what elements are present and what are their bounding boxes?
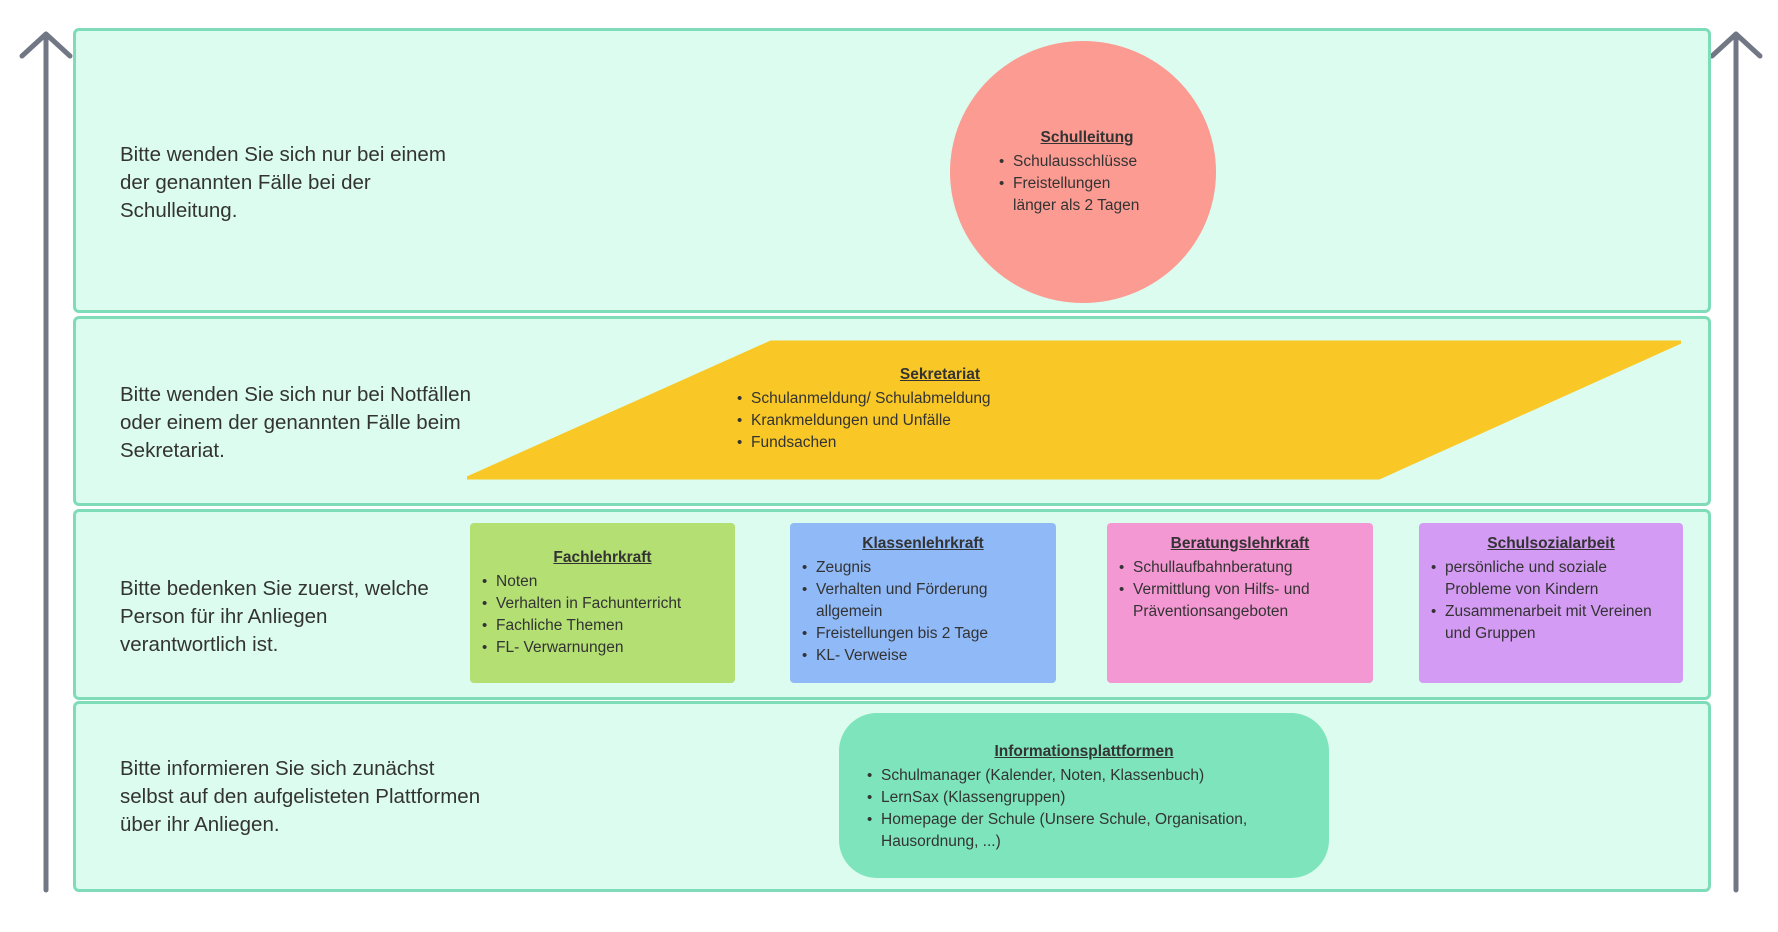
instruction-text: Bitte wenden Sie sich nur bei einem der … (120, 143, 446, 222)
list-item: persönliche und soziale Probleme von Kin… (1431, 557, 1671, 601)
level-schulleitung: Bitte wenden Sie sich nur bei einem der … (73, 28, 1711, 313)
list-item: Verhalten und Förderung allgemein (802, 579, 1044, 623)
card-title: Schulleitung (1040, 129, 1134, 146)
schulleitung-card: Schulleitung Schulausschlüsse Freistellu… (950, 41, 1216, 303)
list-item: Freistellungen bis 2 Tage (802, 623, 1044, 645)
card-title: Sekretariat (899, 366, 981, 383)
list-item: Fachliche Themen (482, 615, 723, 637)
card-title: Klassenlehrkraft (862, 535, 984, 552)
list-item: Freistellungen länger als 2 Tagen (999, 173, 1189, 217)
card-title: Informationsplattformen (994, 743, 1174, 760)
list-item: Vermittlung von Hilfs- und Präventionsan… (1119, 579, 1361, 623)
instruction-text: Bitte bedenken Sie zuerst, welche Person… (120, 577, 429, 656)
card-title: Beratungslehrkraft (1170, 535, 1310, 552)
list-item: Zeugnis (802, 557, 1044, 579)
beratungslehrkraft-card: Beratungslehrkraft Schullaufbahnberatung… (1107, 523, 1373, 683)
list-item: FL- Verwarnungen (482, 637, 723, 659)
informationsplattformen-card: Informationsplattformen Schulmanager (Ka… (839, 713, 1329, 878)
list-item: Homepage der Schule (Unsere Schule, Orga… (867, 809, 1301, 853)
klassenlehrkraft-card: Klassenlehrkraft Zeugnis Verhalten und F… (790, 523, 1056, 683)
list-item: Krankmeldungen und Unfälle (737, 410, 1100, 432)
list-item: Schulanmeldung/ Schulabmeldung (737, 388, 1100, 410)
list-item: Schulausschlüsse (999, 151, 1189, 173)
card-title: Schulsozialarbeit (1487, 535, 1615, 552)
sekretariat-card: Sekretariat Schulanmeldung/ Schulabmeldu… (737, 366, 1100, 454)
left-up-arrow-icon (19, 31, 73, 893)
list-item: Noten (482, 571, 723, 593)
list-item: Schullaufbahnberatung (1119, 557, 1361, 579)
list-item: Fundsachen (737, 432, 1100, 454)
instruction-text: Bitte wenden Sie sich nur bei Notfällen … (120, 383, 471, 462)
list-item: Verhalten in Fachunterricht (482, 593, 723, 615)
list-item: Schulmanager (Kalender, Noten, Klassenbu… (867, 765, 1301, 787)
list-item: Zusammenarbeit mit Vereinen und Gruppen (1431, 601, 1671, 645)
right-up-arrow-icon (1709, 31, 1763, 893)
list-item: LernSax (Klassengruppen) (867, 787, 1301, 809)
fachlehrkraft-card: Fachlehrkraft Noten Verhalten in Fachunt… (470, 523, 735, 683)
card-title: Fachlehrkraft (553, 549, 652, 566)
schulsozialarbeit-card: Schulsozialarbeit persönliche und sozial… (1419, 523, 1683, 683)
list-item: KL- Verweise (802, 645, 1044, 667)
instruction-text: Bitte informieren Sie sich zunächst selb… (120, 757, 481, 836)
